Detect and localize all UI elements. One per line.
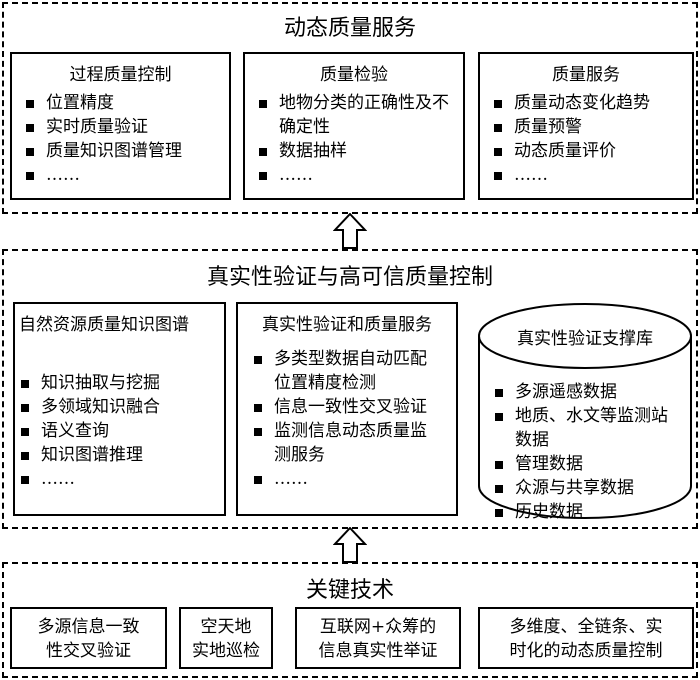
list-item: 位置精度 bbox=[24, 91, 229, 115]
list-item: 多领域知识融合 bbox=[19, 395, 224, 419]
list-item: 地质、水文等监测站数据 bbox=[493, 404, 683, 452]
database-title: 真实性验证支撑库 bbox=[517, 329, 653, 349]
list-item: …… bbox=[24, 163, 229, 187]
list-item: 知识图谱推理 bbox=[19, 443, 224, 467]
list-item: 数据抽样 bbox=[257, 139, 455, 163]
list-item: 众源与共享数据 bbox=[493, 476, 683, 500]
box-title: 真实性验证和质量服务 bbox=[262, 315, 432, 335]
tech-box: 空天地实地巡检 bbox=[179, 607, 273, 669]
tech-line: 信息真实性举证 bbox=[318, 641, 438, 661]
list-item: 质量动态变化趋势 bbox=[492, 91, 692, 115]
list-item: …… bbox=[252, 467, 442, 491]
quality-service-box: 质量服务 质量动态变化趋势 质量预警 动态质量评价 …… bbox=[478, 52, 694, 200]
list-item: 管理数据 bbox=[493, 452, 683, 476]
list-item: 监测信息动态质量监测服务 bbox=[252, 419, 442, 467]
tech-box: 多维度、全链条、实时化的动态质量控制 bbox=[478, 607, 694, 669]
quality-inspection-box: 质量检验 地物分类的正确性及不确定性 数据抽样 …… bbox=[243, 52, 465, 200]
tech-line: 互联网+众筹的 bbox=[319, 617, 437, 637]
tech-line: 时化的动态质量控制 bbox=[509, 641, 663, 661]
authenticity-verification-layer: 真实性验证与高可信质量控制 自然资源质量知识图谱 知识抽取与挖掘 多领域知识融合… bbox=[2, 249, 698, 529]
database-cylinder-icon bbox=[478, 303, 692, 519]
support-database-cylinder: 真实性验证支撑库 多源遥感数据 地质、水文等监测站数据 管理数据 众源与共享数据… bbox=[477, 302, 693, 522]
list-item: 质量预警 bbox=[492, 115, 692, 139]
dynamic-quality-service-layer: 动态质量服务 过程质量控制 位置精度 实时质量验证 质量知识图谱管理 …… 质量… bbox=[2, 2, 698, 214]
knowledge-graph-box: 自然资源质量知识图谱 知识抽取与挖掘 多领域知识融合 语义查询 知识图谱推理 …… bbox=[13, 302, 226, 516]
tech-line: 性交叉验证 bbox=[46, 641, 131, 661]
key-technologies-layer: 关键技术 多源信息一致性交叉验证 空天地实地巡检 互联网+众筹的信息真实性举证 … bbox=[2, 562, 698, 678]
list-item: …… bbox=[492, 163, 692, 187]
tech-box: 多源信息一致性交叉验证 bbox=[10, 607, 167, 669]
box-title: 过程质量控制 bbox=[69, 65, 172, 85]
list-item: 多类型数据自动匹配位置精度检测 bbox=[252, 347, 442, 395]
up-arrow-icon bbox=[333, 527, 367, 563]
list-item: 多源遥感数据 bbox=[493, 380, 683, 404]
list-item: 历史数据 bbox=[493, 500, 683, 524]
tech-box: 互联网+众筹的信息真实性举证 bbox=[295, 607, 461, 669]
box-title: 质量服务 bbox=[552, 65, 620, 85]
layer-title: 动态质量服务 bbox=[283, 16, 416, 41]
box-title: 质量检验 bbox=[320, 65, 388, 85]
list-item: 知识抽取与挖掘 bbox=[19, 371, 224, 395]
tech-line: 多源信息一致 bbox=[37, 617, 140, 637]
list-item: 地物分类的正确性及不确定性 bbox=[257, 91, 455, 139]
verification-and-service-box: 真实性验证和质量服务 多类型数据自动匹配位置精度检测 信息一致性交叉验证 监测信… bbox=[236, 302, 458, 516]
list-item: 实时质量验证 bbox=[24, 115, 229, 139]
tech-line: 多维度、全链条、实 bbox=[509, 617, 663, 637]
tech-line: 空天地 bbox=[200, 617, 252, 637]
box-title: 自然资源质量知识图谱 bbox=[19, 315, 189, 335]
list-item: …… bbox=[257, 163, 455, 187]
list-item: 质量知识图谱管理 bbox=[24, 139, 229, 163]
layer-title: 真实性验证与高可信质量控制 bbox=[206, 265, 493, 290]
list-item: …… bbox=[19, 467, 224, 491]
list-item: 信息一致性交叉验证 bbox=[252, 395, 442, 419]
process-quality-control-box: 过程质量控制 位置精度 实时质量验证 质量知识图谱管理 …… bbox=[10, 52, 231, 200]
layer-title: 关键技术 bbox=[305, 578, 394, 603]
list-item: 动态质量评价 bbox=[492, 139, 692, 163]
tech-line: 实地巡检 bbox=[192, 641, 260, 661]
list-item: 语义查询 bbox=[19, 419, 224, 443]
up-arrow-icon bbox=[333, 213, 367, 249]
